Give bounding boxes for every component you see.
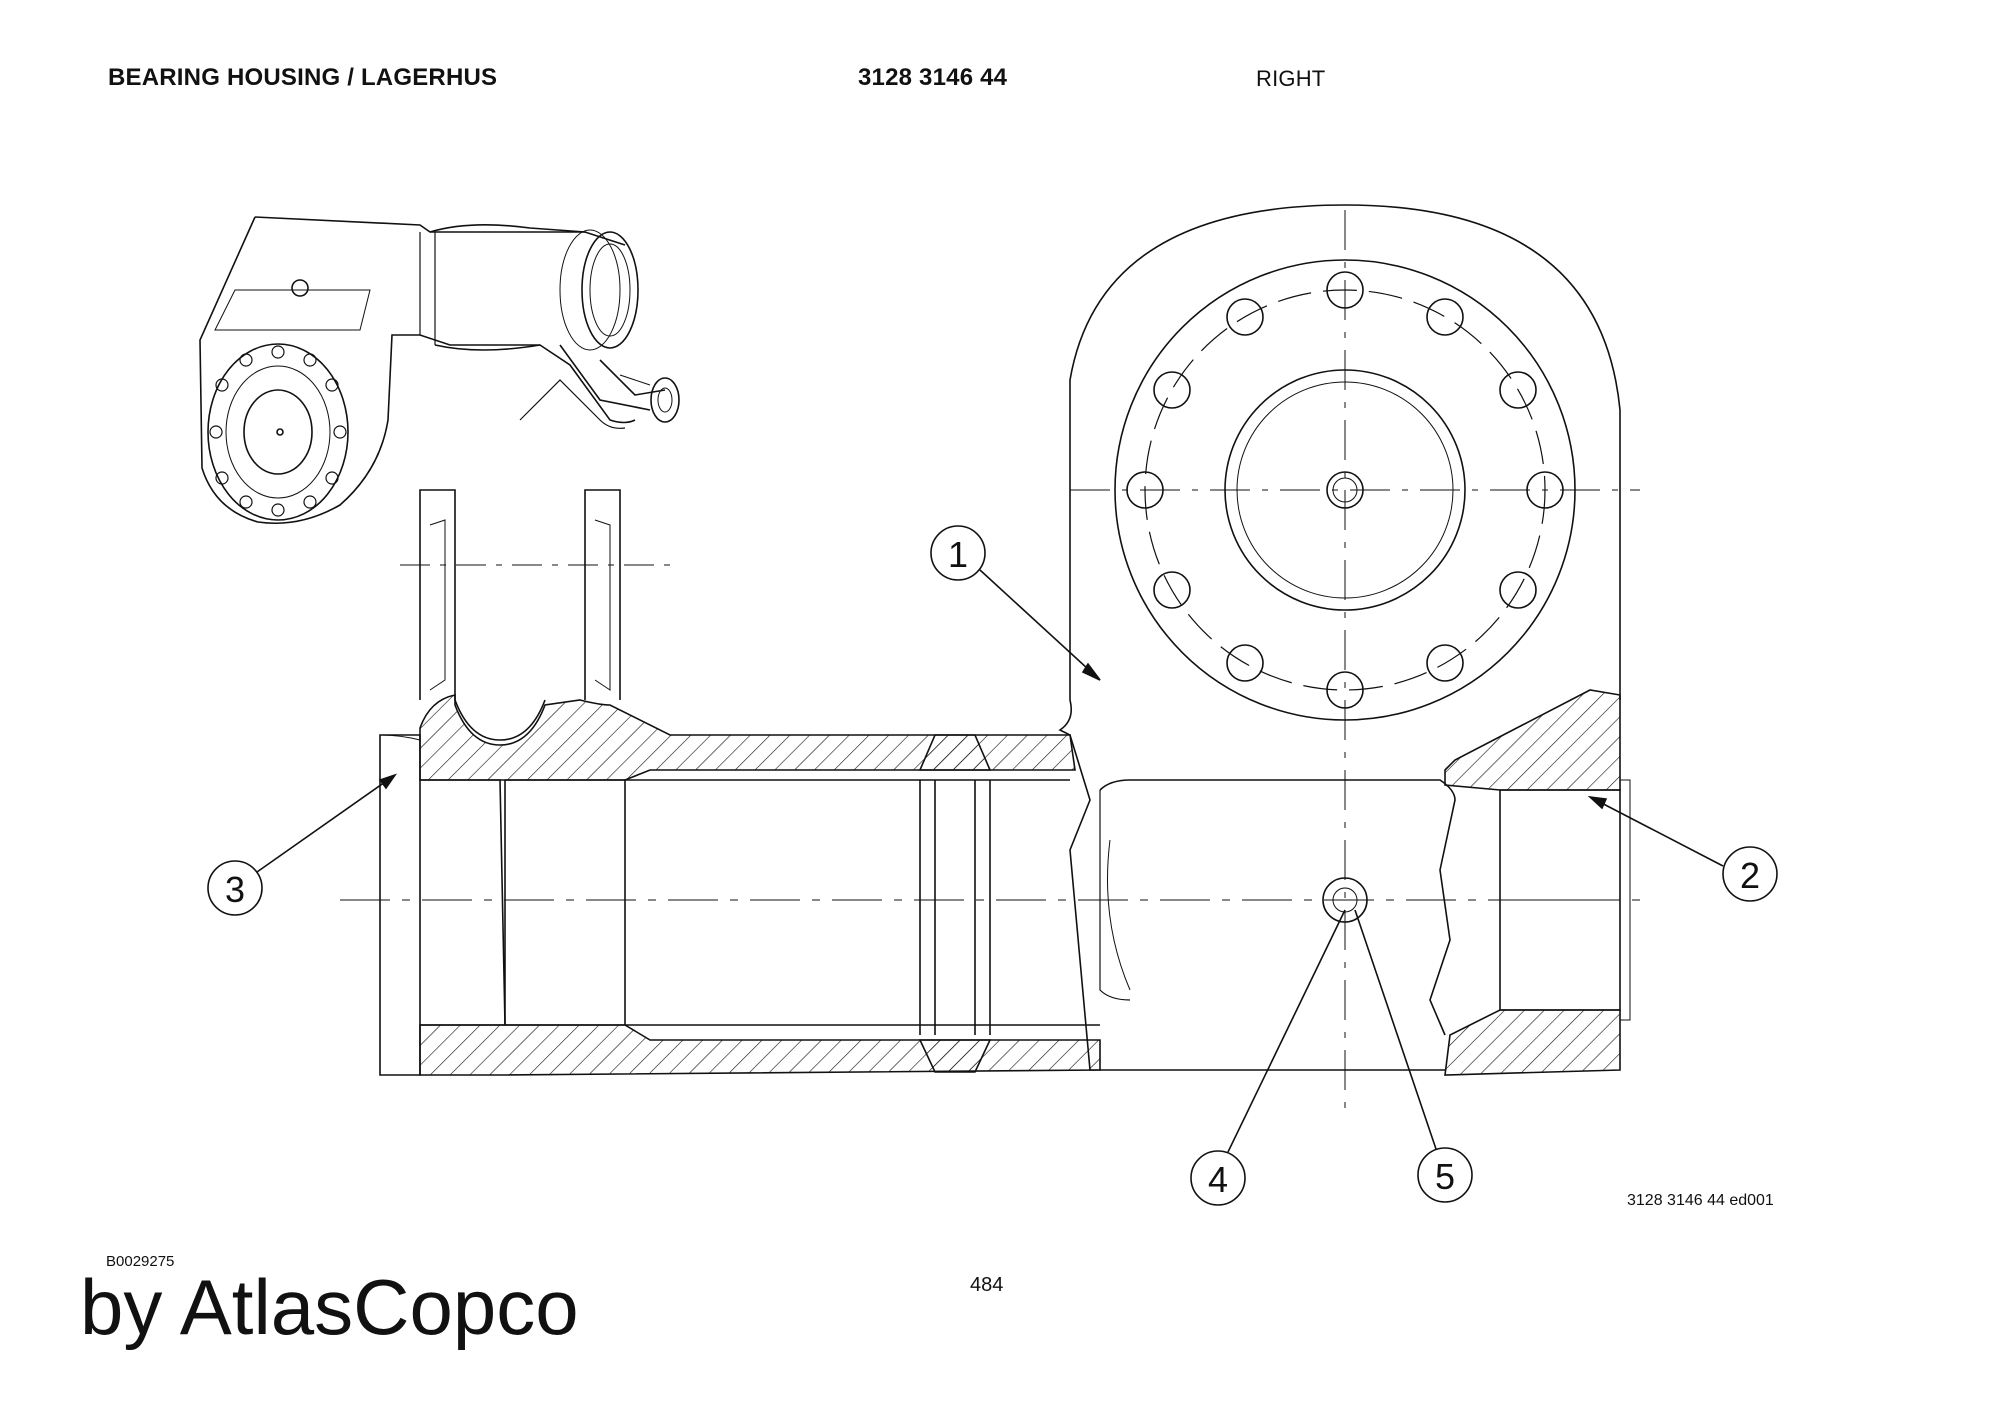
side-label: RIGHT xyxy=(1256,66,1326,91)
callout-3-number: 3 xyxy=(225,869,245,910)
callout-4-number: 4 xyxy=(1208,1159,1228,1200)
page-number: 484 xyxy=(970,1274,1004,1296)
callout-5: 5 xyxy=(1354,909,1473,1203)
callout-5-number: 5 xyxy=(1435,1156,1455,1197)
section-view xyxy=(340,204,1640,1110)
part-number: 3128 3146 44 xyxy=(858,64,1008,91)
callout-1: 1 xyxy=(930,525,1101,681)
page-title: BEARING HOUSING / LAGERHUS xyxy=(108,64,498,91)
callout-4: 4 xyxy=(1190,909,1346,1206)
brand-logo-text: by AtlasCopco xyxy=(80,1263,579,1351)
callout-1-number: 1 xyxy=(948,534,968,575)
callout-2: 2 xyxy=(1587,795,1778,902)
callouts: 1 2 3 4 5 xyxy=(207,525,1778,1206)
drawing-reference: 3128 3146 44 ed001 xyxy=(1627,1192,1774,1209)
callout-2-number: 2 xyxy=(1740,855,1760,896)
document-id: B0029275 xyxy=(106,1253,175,1270)
callout-3: 3 xyxy=(207,773,398,916)
isometric-view xyxy=(199,216,680,525)
